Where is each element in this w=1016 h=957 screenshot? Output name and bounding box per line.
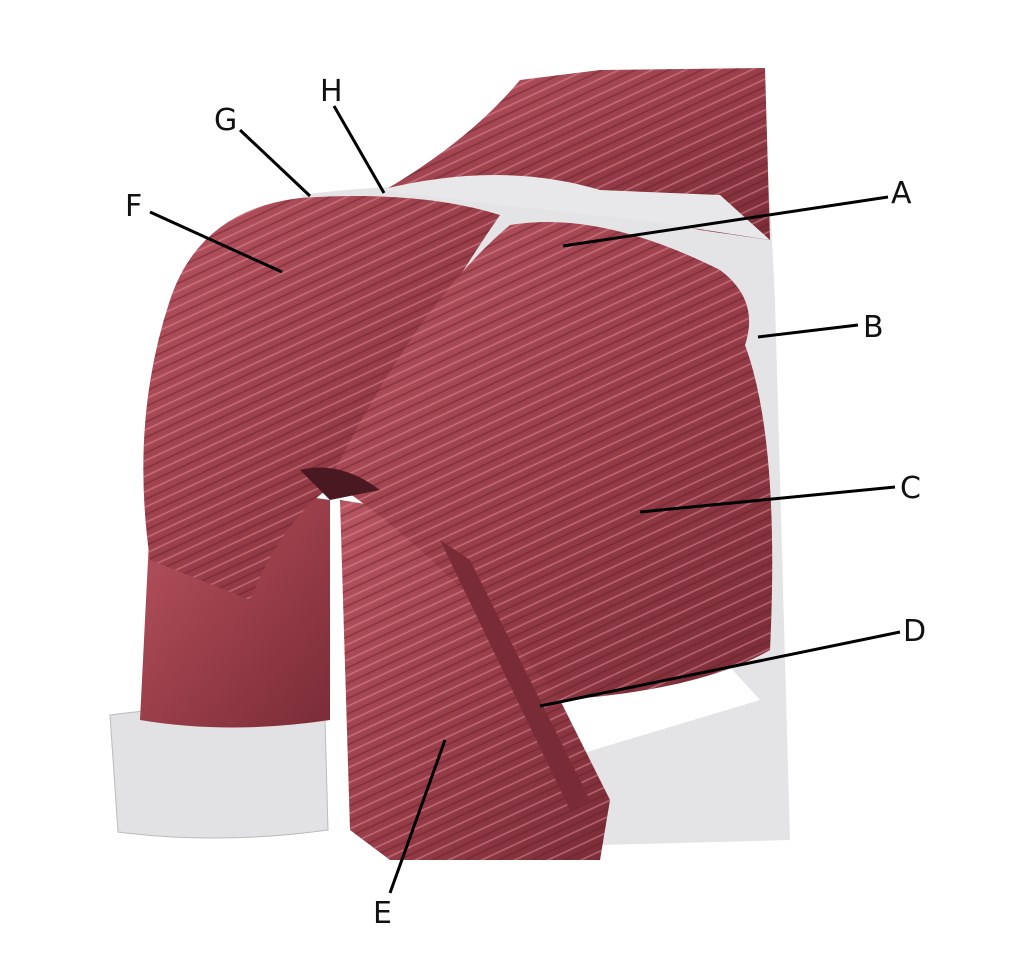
deltoid-fibers — [143, 196, 501, 600]
label-e: E — [373, 896, 392, 931]
neck-fascia — [380, 175, 770, 240]
axilla-shadow — [300, 467, 380, 500]
label-d: D — [903, 614, 926, 649]
label-b: B — [863, 310, 884, 345]
label-c: C — [900, 471, 921, 506]
leader-line-h — [332, 105, 386, 194]
leader-line-c — [639, 485, 896, 514]
label-a: A — [891, 176, 912, 211]
serratus-fibers — [340, 500, 610, 860]
leader-line-b — [757, 323, 859, 339]
label-f: F — [125, 189, 142, 224]
leader-line-g — [238, 128, 312, 198]
leader-line-f — [149, 210, 283, 274]
label-g: G — [214, 103, 237, 138]
pectoralis-fibers — [330, 222, 773, 700]
pectoralis-minor-edge — [440, 540, 590, 810]
leader-line-e — [388, 739, 447, 894]
label-h: H — [320, 74, 343, 109]
leader-line-d — [539, 630, 901, 708]
leader-line-a — [562, 195, 889, 248]
arm-cut-fascia — [109, 707, 329, 839]
